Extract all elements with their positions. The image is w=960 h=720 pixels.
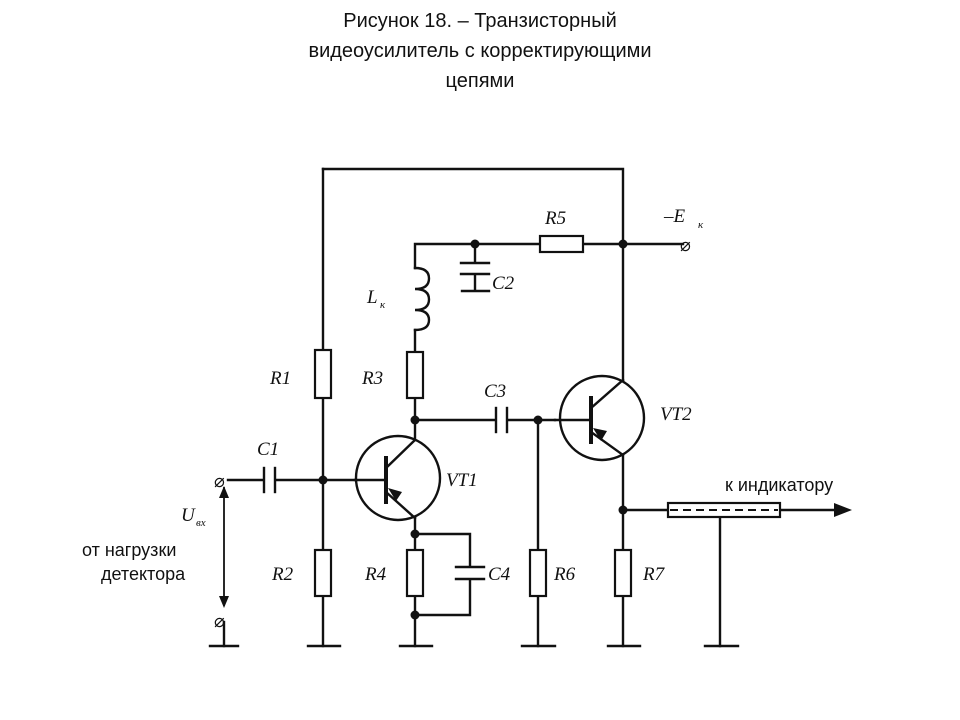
label-r2: R2 bbox=[271, 564, 294, 585]
figure-caption: Рисунок 18. – Транзисторный видеоусилите… bbox=[0, 6, 960, 96]
resistor-r6 bbox=[528, 548, 548, 598]
wires bbox=[223, 167, 842, 648]
label-c1: C1 bbox=[257, 439, 279, 460]
output-arrow-icon bbox=[834, 503, 852, 517]
transistor-vt2 bbox=[553, 374, 646, 462]
label-vt2: VT2 bbox=[660, 404, 692, 425]
inductor-lk bbox=[413, 266, 431, 332]
label-ek-sub: к bbox=[698, 219, 704, 231]
label-uin: U bbox=[181, 505, 196, 526]
capacitor-c2 bbox=[459, 261, 491, 276]
junction-dots bbox=[318, 239, 628, 620]
input-terminal-bottom: ⌀ bbox=[214, 611, 225, 632]
input-arrow-up-icon bbox=[219, 486, 229, 498]
caption-line-3: цепями bbox=[445, 70, 515, 92]
label-source-line1: от нагрузки bbox=[82, 540, 176, 560]
resistor-r5 bbox=[538, 234, 585, 254]
capacitor-c3 bbox=[494, 406, 509, 434]
label-c4: C4 bbox=[488, 564, 511, 585]
resistor-r2 bbox=[313, 548, 333, 598]
label-lk-sub: к bbox=[380, 299, 386, 311]
label-r7: R7 bbox=[642, 564, 666, 585]
resistor-r1 bbox=[313, 348, 333, 400]
label-r1: R1 bbox=[269, 368, 291, 389]
label-source-line2: детектора bbox=[101, 564, 186, 584]
label-r4: R4 bbox=[364, 564, 387, 585]
ground-symbols bbox=[208, 289, 740, 648]
supply-terminal: ⌀ bbox=[680, 235, 691, 256]
label-c3: C3 bbox=[484, 381, 506, 402]
label-r6: R6 bbox=[553, 564, 576, 585]
transistor-vt1 bbox=[353, 434, 442, 522]
capacitor-c1 bbox=[262, 466, 277, 494]
label-ek: –E bbox=[663, 206, 686, 227]
label-output: к индикатору bbox=[725, 475, 833, 495]
label-lk: L bbox=[366, 287, 378, 308]
resistor-r7 bbox=[613, 548, 633, 598]
output-cable bbox=[666, 501, 782, 519]
resistor-r3 bbox=[405, 350, 425, 400]
caption-line-1: Рисунок 18. – Транзисторный bbox=[343, 10, 617, 32]
resistor-r4 bbox=[405, 548, 425, 598]
label-uin-sub: вх bbox=[196, 517, 206, 529]
input-terminal-top: ⌀ bbox=[214, 471, 225, 492]
label-vt1: VT1 bbox=[446, 470, 478, 491]
label-c2: C2 bbox=[492, 273, 515, 294]
label-r5: R5 bbox=[544, 208, 566, 229]
label-r3: R3 bbox=[361, 368, 383, 389]
input-arrow-down-icon bbox=[219, 596, 229, 608]
capacitor-c4 bbox=[454, 565, 486, 581]
caption-line-2: видеоусилитель с корректирующими bbox=[308, 40, 652, 62]
